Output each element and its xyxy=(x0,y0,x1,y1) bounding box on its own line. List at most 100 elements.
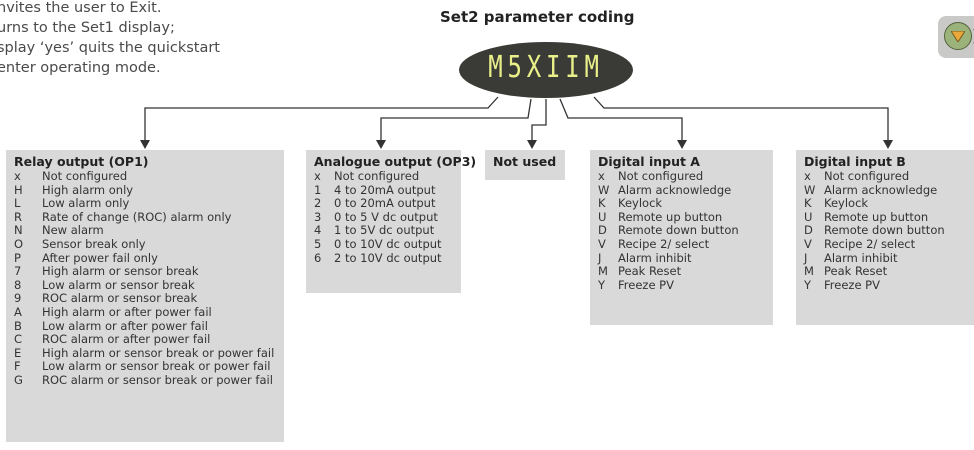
list-item: G ROC alarm or sensor break or power fail xyxy=(14,372,280,388)
item-code: J xyxy=(804,250,808,265)
item-code: D xyxy=(598,223,607,238)
item-code: U xyxy=(598,209,607,224)
item-label: Keylock xyxy=(824,196,869,211)
item-label: New alarm xyxy=(42,223,104,238)
item-label: Remote down button xyxy=(618,223,739,238)
item-code: 6 xyxy=(314,250,322,265)
item-label: ROC alarm or sensor break xyxy=(42,291,198,306)
item-code: K xyxy=(598,196,606,211)
diagram-title: Set2 parameter coding xyxy=(440,8,635,26)
item-label: Alarm acknowledge xyxy=(618,182,732,197)
list-item: D Remote down button xyxy=(598,224,769,238)
item-label: After power fail only xyxy=(42,250,158,265)
item-code: 2 xyxy=(314,196,322,211)
down-arrow-button-icon[interactable] xyxy=(944,22,972,50)
item-label: Recipe 2/ select xyxy=(618,236,710,251)
list-item: J Alarm inhibit xyxy=(804,250,970,266)
lcd-display: M5XIIM xyxy=(459,42,633,98)
list-item: 1 4 to 20mA output xyxy=(314,182,457,198)
item-label: Low alarm or after power fail xyxy=(42,318,208,333)
item-code: H xyxy=(14,182,23,197)
item-code: G xyxy=(14,372,23,387)
item-label: Keylock xyxy=(618,196,663,211)
list-item: L Low alarm only xyxy=(14,196,280,211)
item-code: 1 xyxy=(314,182,322,197)
item-code: L xyxy=(14,196,21,211)
item-code: x xyxy=(314,169,321,183)
item-label: Freeze PV xyxy=(618,277,674,292)
item-label: Low alarm only xyxy=(42,196,130,211)
intro-line: urns to the Set1 display; xyxy=(0,20,175,36)
item-code: x xyxy=(804,169,811,183)
item-code: B xyxy=(14,318,22,333)
list-item: O Sensor break only xyxy=(14,236,280,252)
item-code: V xyxy=(804,236,812,251)
item-label: Not configured xyxy=(824,169,910,183)
item-code: O xyxy=(14,236,24,251)
item-label: Remote down button xyxy=(824,223,945,238)
box-title: Not used xyxy=(493,154,557,169)
item-label: Alarm inhibit xyxy=(824,250,898,265)
item-label: Rate of change (ROC) alarm only xyxy=(42,209,232,224)
corner-button-panel: ) xyxy=(938,16,974,58)
item-code: R xyxy=(14,209,22,224)
item-label: Not configured xyxy=(42,169,128,183)
item-code: W xyxy=(598,182,610,197)
list-item: 2 0 to 20mA output xyxy=(314,196,457,211)
item-label: Alarm acknowledge xyxy=(824,182,938,197)
item-label: Peak Reset xyxy=(824,264,888,279)
list-item: R Rate of change (ROC) alarm only xyxy=(14,209,280,225)
item-label: 1 to 5V dc output xyxy=(334,223,435,238)
item-label: ROC alarm or after power fail xyxy=(42,332,211,347)
item-label: High alarm or sensor break xyxy=(42,264,199,279)
item-label: ROC alarm or sensor break or power fail xyxy=(42,372,273,387)
list-item: K Keylock xyxy=(598,196,769,211)
item-code: W xyxy=(804,182,816,197)
item-code: 9 xyxy=(14,291,22,306)
item-label: 0 to 10V dc output xyxy=(334,236,442,251)
intro-text: nvites the user to Exit. urns to the Set… xyxy=(0,0,297,78)
item-code: D xyxy=(804,223,813,238)
item-code: F xyxy=(14,359,21,374)
item-code: M xyxy=(598,264,608,279)
item-code: 3 xyxy=(314,209,322,224)
item-label: Sensor break only xyxy=(42,236,146,251)
item-code: A xyxy=(14,304,22,319)
list-item: W Alarm acknowledge xyxy=(804,182,970,198)
lcd-code: M5XIIM xyxy=(488,50,604,85)
intro-line: enter operating mode. xyxy=(0,60,161,76)
list-item: B Low alarm or after power fail xyxy=(14,318,280,334)
item-label: 4 to 20mA output xyxy=(334,182,436,197)
list-item: x Not configured xyxy=(14,169,280,184)
item-code: 4 xyxy=(314,223,322,238)
list-item: V Recipe 2/ select xyxy=(598,236,769,252)
list-item: 9 ROC alarm or sensor break xyxy=(14,292,280,306)
item-label: 0 to 20mA output xyxy=(334,196,436,211)
item-code: x xyxy=(598,169,605,183)
item-code: V xyxy=(598,236,606,251)
list-item: 5 0 to 10V dc output xyxy=(314,236,457,252)
item-label: Not configured xyxy=(334,169,420,183)
item-code: Y xyxy=(804,277,812,292)
item-label: 2 to 10V dc output xyxy=(334,250,442,265)
item-code: 5 xyxy=(314,236,322,251)
item-label: Freeze PV xyxy=(824,277,880,292)
box-title: Analogue output (OP3) xyxy=(314,154,477,169)
item-code: x xyxy=(14,169,21,183)
item-code: J xyxy=(598,250,602,265)
item-label: Recipe 2/ select xyxy=(824,236,916,251)
list-item: 6 2 to 10V dc output xyxy=(314,250,457,266)
